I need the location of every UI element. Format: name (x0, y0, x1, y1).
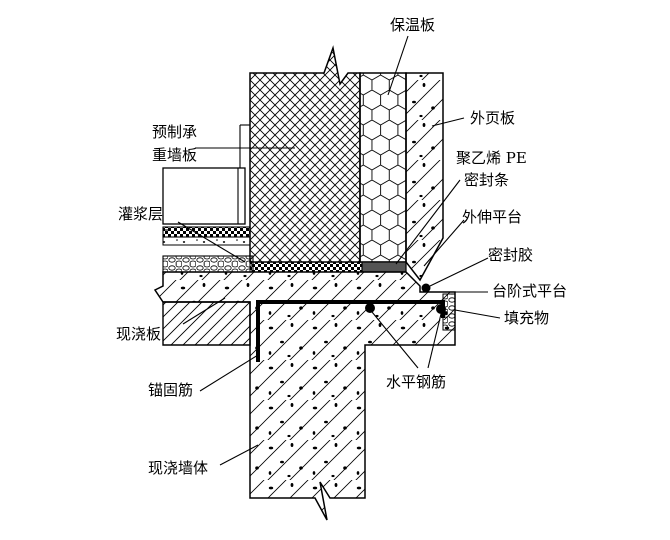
leader-lines (163, 35, 501, 466)
label-cast-wall: 现浇墙体 (148, 459, 208, 477)
cast-wall-body (153, 271, 456, 521)
label-pe-strip-line1: 聚乙烯 PE (456, 149, 527, 167)
label-precast-wall-line2: 重墙板 (152, 146, 197, 164)
sealant-bead (421, 283, 431, 293)
outer-leaf-panel (405, 72, 444, 282)
label-anchor-bar: 锚固筋 (148, 381, 193, 399)
label-insulation-board: 保温板 (390, 16, 435, 34)
label-precast-wall-line1: 预制承 (152, 123, 197, 141)
label-stepped-platform: 台阶式平台 (492, 282, 567, 300)
label-horizontal-bar: 水平钢筋 (386, 373, 446, 391)
horizontal-bar-2 (436, 304, 446, 314)
precast-wall-panel (249, 45, 361, 263)
label-sealant: 密封胶 (488, 246, 533, 264)
label-extended-platform: 外伸平台 (462, 208, 522, 226)
label-cast-slab: 现浇板 (116, 325, 161, 343)
insulation-board (359, 72, 407, 263)
pe-seal-strip (361, 261, 407, 273)
label-pe-strip-line2: 密封条 (464, 171, 509, 189)
grout-layer-bed (162, 236, 251, 246)
label-filler: 填充物 (504, 309, 549, 327)
adjacent-panel (162, 167, 246, 225)
label-grout-layer: 灌浆层 (118, 205, 163, 223)
grout-layer (162, 226, 251, 238)
label-outer-leaf: 外页板 (470, 109, 515, 127)
cast-slab (162, 301, 251, 346)
horizontal-bar-1 (365, 303, 375, 313)
grout-strip (249, 261, 363, 273)
